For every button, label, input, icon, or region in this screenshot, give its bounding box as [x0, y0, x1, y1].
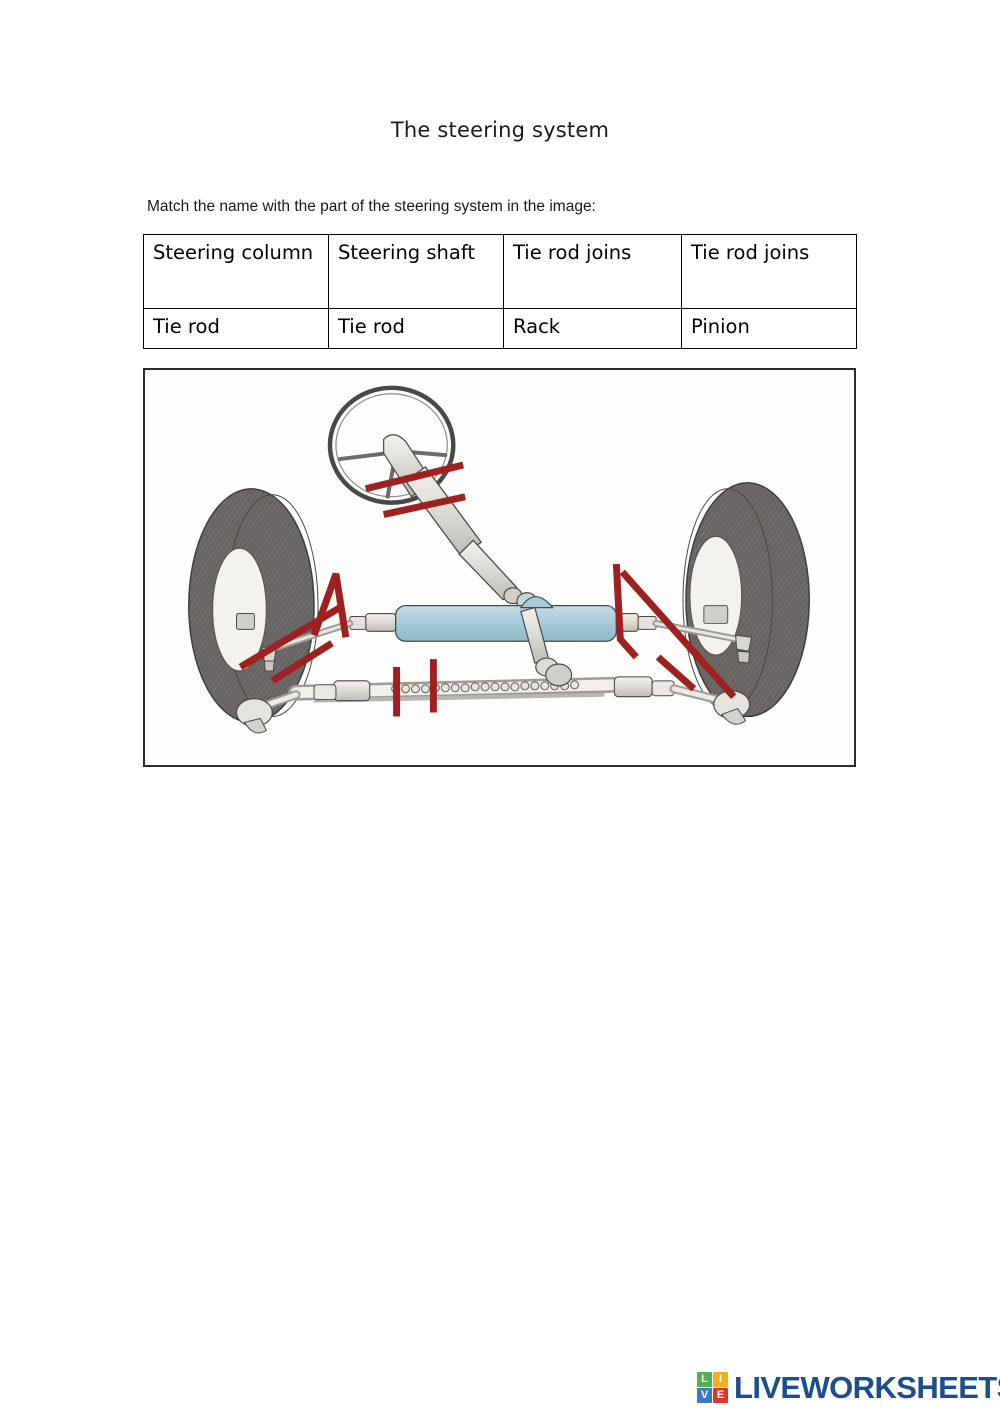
- left-wheel: [188, 488, 319, 724]
- match-table: Steering column Steering shaft Tie rod j…: [143, 234, 857, 349]
- steering-shaft-pointer: [382, 493, 466, 518]
- rack-assembly: [235, 606, 751, 734]
- match-cell-rack[interactable]: Rack: [503, 308, 682, 349]
- logo-letter-l: L: [697, 1372, 712, 1387]
- right-tie-rod-pointer: [655, 654, 697, 692]
- right-tie-rod-joins-leader: [619, 569, 737, 699]
- left-tie-rod-pointer: [270, 640, 334, 684]
- logo-letter-v: V: [697, 1388, 712, 1403]
- match-cell-steering-shaft[interactable]: Steering shaft: [328, 234, 504, 309]
- logo-letter-e: E: [713, 1388, 728, 1403]
- match-cell-tie-rod-2[interactable]: Tie rod: [328, 308, 504, 349]
- table-row: Tie rod Tie rod Rack Pinion: [143, 308, 857, 349]
- match-cell-tie-rod-joins-2[interactable]: Tie rod joins: [681, 234, 857, 309]
- logo-letter-i: I: [713, 1372, 728, 1387]
- match-cell-pinion[interactable]: Pinion: [681, 308, 857, 349]
- table-row: Steering column Steering shaft Tie rod j…: [143, 234, 857, 309]
- steering-system-diagram: [143, 368, 856, 767]
- steering-column-pointer: [364, 461, 465, 493]
- liveworksheets-mark-icon: L I V E: [697, 1372, 728, 1403]
- page-title: The steering system: [390, 118, 610, 142]
- instruction-text: Match the name with the part of the stee…: [147, 198, 596, 215]
- liveworksheets-logo[interactable]: L I V E LIVEWORKSHEETS: [697, 1372, 1000, 1403]
- right-tie-rod-joins-pointer: [612, 563, 639, 660]
- right-wheel: [682, 482, 810, 718]
- liveworksheets-wordmark: LIVEWORKSHEETS: [734, 1370, 1000, 1405]
- annotation-pointers: [238, 461, 737, 717]
- match-cell-steering-column[interactable]: Steering column: [143, 234, 329, 309]
- steering-column-shaft: [404, 466, 538, 612]
- left-tie-rod-joins-leader: [238, 604, 342, 670]
- steering-system-illustration: [145, 370, 854, 765]
- match-cell-tie-rod-joins-1[interactable]: Tie rod joins: [503, 234, 682, 309]
- match-cell-tie-rod-1[interactable]: Tie rod: [143, 308, 329, 349]
